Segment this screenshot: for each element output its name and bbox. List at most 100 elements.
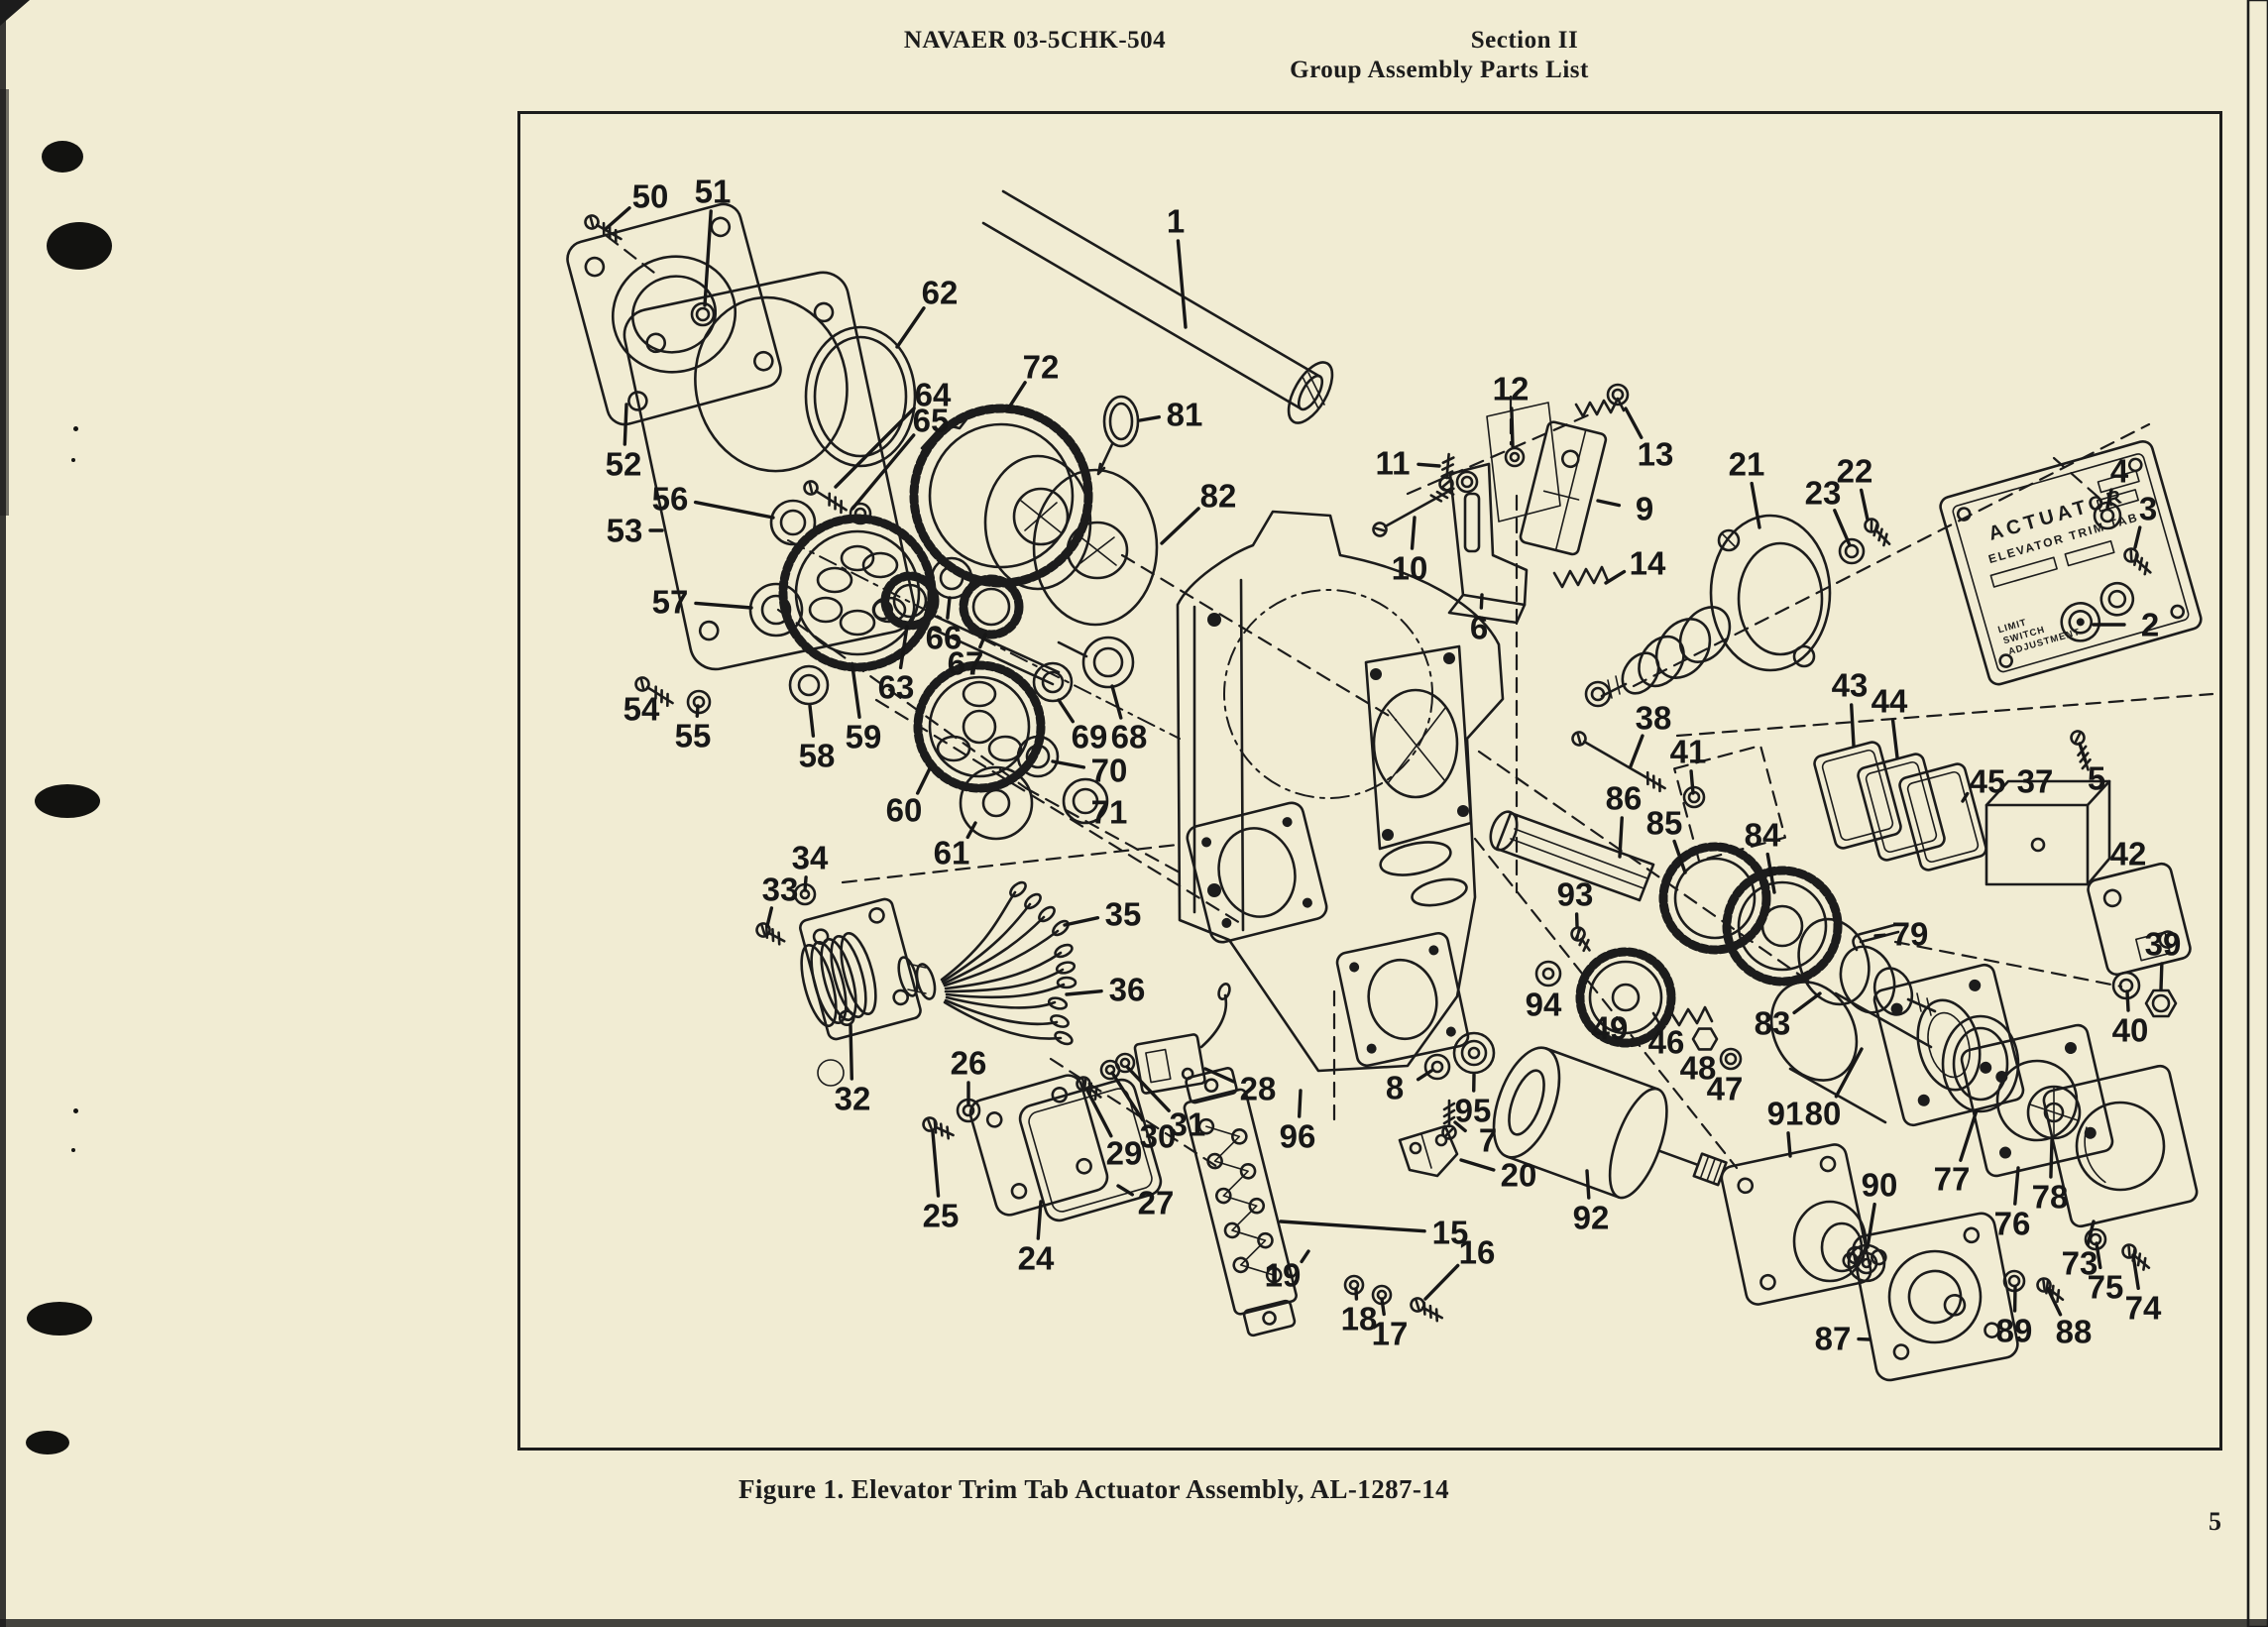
callout-90: 90 bbox=[1862, 1167, 1898, 1204]
callout-15: 15 bbox=[1432, 1215, 1469, 1251]
wire-bundle bbox=[940, 880, 1077, 1046]
callout-91: 91 bbox=[1767, 1096, 1804, 1132]
leader-line-10 bbox=[1410, 516, 1417, 550]
leader-line-11 bbox=[1417, 462, 1441, 468]
leader-line-92 bbox=[1585, 1169, 1591, 1200]
leader-line-14 bbox=[1604, 569, 1627, 585]
binder-mark bbox=[27, 1302, 92, 1336]
leader-line-60 bbox=[915, 766, 932, 795]
callout-4: 4 bbox=[2110, 453, 2129, 490]
callout-14: 14 bbox=[1630, 545, 1666, 582]
callout-36: 36 bbox=[1109, 972, 1146, 1008]
leader-line-15 bbox=[1279, 1220, 1426, 1233]
construction-lines bbox=[605, 234, 2214, 1172]
callout-6: 6 bbox=[1470, 610, 1488, 646]
leader-line-22 bbox=[1859, 488, 1870, 522]
callout-69: 69 bbox=[1072, 719, 1108, 755]
leader-line-29 bbox=[1084, 1087, 1113, 1138]
binder-mark bbox=[26, 1431, 69, 1454]
hardware-primitives bbox=[584, 214, 2152, 1323]
callout-59: 59 bbox=[846, 719, 882, 755]
leader-line-8 bbox=[1416, 1069, 1433, 1082]
callout-44: 44 bbox=[1871, 683, 1908, 720]
speck bbox=[71, 458, 75, 462]
callout-70: 70 bbox=[1091, 753, 1128, 789]
binder-mark bbox=[35, 784, 100, 818]
callout-38: 38 bbox=[1636, 700, 1672, 737]
callout-67: 67 bbox=[948, 645, 984, 682]
callout-7: 7 bbox=[1479, 1122, 1497, 1159]
leader-line-57 bbox=[694, 601, 753, 610]
leader-line-80 bbox=[1834, 1047, 1864, 1099]
leader-line-91 bbox=[1786, 1131, 1792, 1158]
leader-line-40 bbox=[2125, 989, 2130, 1012]
callout-85: 85 bbox=[1646, 805, 1683, 842]
leader-line-82 bbox=[1160, 507, 1200, 545]
leader-line-35 bbox=[1063, 915, 1100, 927]
speck bbox=[73, 426, 78, 431]
leader-line-25 bbox=[931, 1130, 941, 1198]
leader-line-68 bbox=[1110, 684, 1123, 720]
leader-line-5 bbox=[2078, 742, 2088, 762]
callout-54: 54 bbox=[624, 691, 660, 728]
callout-86: 86 bbox=[1606, 780, 1643, 817]
leader-line-77 bbox=[1959, 1108, 1979, 1162]
leader-line-36 bbox=[1065, 988, 1103, 996]
callout-19: 19 bbox=[1265, 1257, 1302, 1294]
callout-13: 13 bbox=[1638, 436, 1674, 473]
callout-88: 88 bbox=[2056, 1314, 2093, 1350]
terminal-strip bbox=[1183, 1067, 1298, 1337]
angle-bracket bbox=[1398, 1124, 1459, 1178]
leader-line-28 bbox=[1203, 1067, 1236, 1084]
callout-17: 17 bbox=[1372, 1316, 1409, 1352]
callout-3: 3 bbox=[2139, 491, 2157, 527]
leader-line-70 bbox=[1051, 759, 1086, 769]
leader-line-56 bbox=[693, 500, 775, 520]
solenoid-box bbox=[1984, 779, 2111, 886]
callout-63: 63 bbox=[878, 669, 915, 706]
callout-76: 76 bbox=[1994, 1206, 2031, 1242]
callout-42: 42 bbox=[2110, 836, 2147, 872]
leader-line-96 bbox=[1297, 1089, 1303, 1118]
callout-10: 10 bbox=[1392, 550, 1428, 587]
callout-61: 61 bbox=[934, 835, 970, 872]
leader-line-6 bbox=[1479, 593, 1484, 610]
leader-line-21 bbox=[1750, 481, 1761, 529]
leader-line-16 bbox=[1423, 1263, 1460, 1301]
callout-2: 2 bbox=[2141, 607, 2159, 643]
torque-tube bbox=[981, 189, 1334, 424]
callout-51: 51 bbox=[695, 174, 732, 210]
nut bbox=[2144, 988, 2178, 1018]
leader-line-55 bbox=[695, 704, 700, 718]
callout-89: 89 bbox=[1996, 1313, 2033, 1349]
speck bbox=[73, 1108, 78, 1113]
callout-12: 12 bbox=[1493, 371, 1530, 407]
leader-line-41 bbox=[1689, 769, 1695, 795]
callout-34: 34 bbox=[792, 840, 829, 876]
leader-line-20 bbox=[1459, 1158, 1496, 1172]
nut bbox=[1691, 1027, 1719, 1051]
gear-train bbox=[816, 551, 1088, 686]
callout-16: 16 bbox=[1459, 1234, 1496, 1271]
limit-switch-assembly bbox=[1447, 397, 1626, 625]
callout-20: 20 bbox=[1501, 1157, 1537, 1194]
callout-11: 11 bbox=[1376, 445, 1411, 482]
figure-caption: Figure 1. Elevator Trim Tab Actuator Ass… bbox=[738, 1474, 1450, 1504]
leader-line-81 bbox=[1138, 414, 1161, 422]
callout-53: 53 bbox=[607, 513, 643, 549]
leader-line-23 bbox=[1833, 509, 1852, 547]
speck bbox=[71, 1148, 75, 1152]
leader-line-30 bbox=[1110, 1071, 1145, 1122]
callout-78: 78 bbox=[2032, 1179, 2069, 1216]
callout-68: 68 bbox=[1111, 719, 1148, 755]
callout-73: 73 bbox=[2062, 1245, 2098, 1282]
callout-66: 66 bbox=[926, 620, 963, 656]
access-cover bbox=[968, 1074, 1163, 1222]
callout-94: 94 bbox=[1526, 987, 1562, 1023]
section-subtitle: Group Assembly Parts List bbox=[1290, 57, 1589, 83]
leader-line-19 bbox=[1300, 1249, 1310, 1264]
drive-shaft bbox=[1489, 810, 1937, 1016]
callout-95: 95 bbox=[1455, 1093, 1492, 1129]
